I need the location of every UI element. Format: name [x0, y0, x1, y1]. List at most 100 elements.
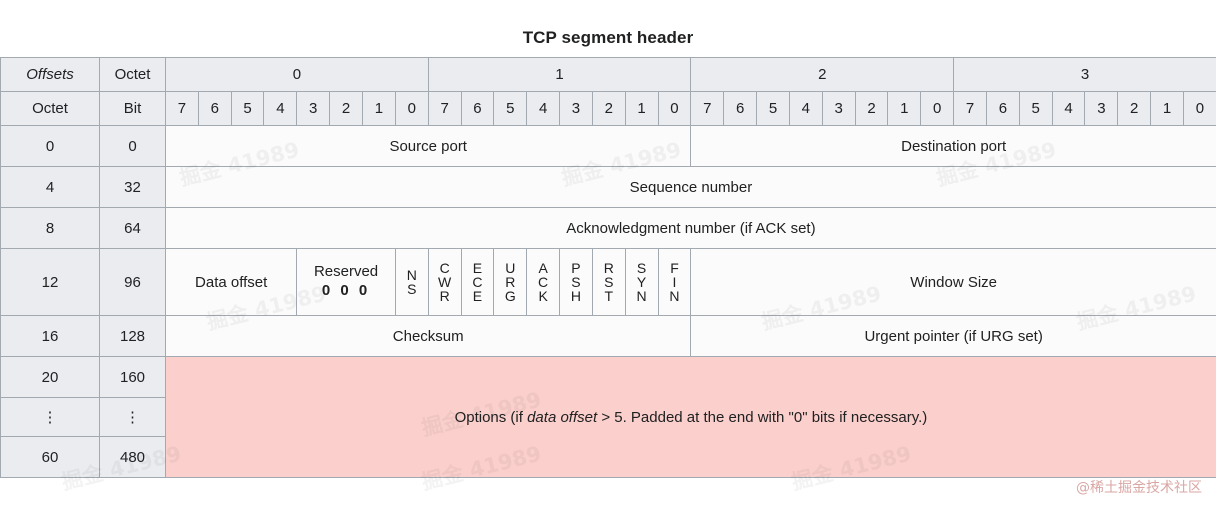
- bit-number-7-o0: 7: [165, 91, 199, 126]
- bit-number-5-o2: 5: [756, 91, 790, 126]
- flag-ack-letter-3: K: [538, 288, 548, 304]
- offset-octet-ellipsis: ⋮: [0, 397, 100, 437]
- table-row-offset-16: 16 128 Checksum Urgent pointer (if URG s…: [0, 315, 1216, 357]
- bit-label: Bit: [99, 91, 166, 126]
- bit-number-3-o1: 3: [559, 91, 593, 126]
- flag-cwr-letter-1: C: [439, 260, 450, 276]
- bit-number-0-o1: 0: [657, 91, 692, 126]
- flag-rst-letter-2: S: [604, 274, 614, 290]
- flag-syn-letter-2: Y: [636, 274, 647, 290]
- offset-octet-4: 4: [0, 166, 100, 208]
- bit-number-4-o0: 4: [263, 91, 298, 126]
- offset-octet-16: 16: [0, 315, 100, 357]
- field-checksum: Checksum: [164, 315, 692, 357]
- bit-number-7-o1: 7: [427, 91, 462, 126]
- bit-number-3-o3: 3: [1084, 91, 1119, 126]
- flag-syn-letter-3: N: [636, 288, 647, 304]
- flag-cwr-letter-2: W: [438, 274, 452, 290]
- bit-number-0-o3: 0: [1182, 91, 1216, 126]
- flag-urg-letter-3: G: [504, 288, 516, 304]
- octet-group-1: 1: [427, 57, 692, 92]
- field-destination-port: Destination port: [690, 125, 1216, 167]
- bit-number-5-o3: 5: [1018, 91, 1053, 126]
- table-row-offset-12: 12 96 Data offset Reserved 0 0 0 N S: [0, 248, 1216, 316]
- bit-number-1-o2: 1: [887, 91, 922, 126]
- options-italic-term: data offset: [527, 408, 598, 426]
- flag-ns: N S: [394, 248, 429, 316]
- flag-fin: F I N: [657, 248, 692, 316]
- options-suffix: > 5. Padded at the end with "0" bits if …: [597, 408, 928, 426]
- bit-number-6-o0: 6: [197, 91, 232, 126]
- offset-octet-12: 12: [0, 248, 100, 316]
- field-source-port: Source port: [164, 125, 692, 167]
- flag-cwr-letter-3: R: [439, 288, 450, 304]
- table-row-offset-20: 20 160 Options (if data offset > 5. Padd…: [0, 356, 1216, 478]
- bit-number-6-o1: 6: [460, 91, 495, 126]
- bit-number-2-o2: 2: [854, 91, 889, 126]
- field-acknowledgment-number: Acknowledgment number (if ACK set): [165, 207, 1216, 249]
- offset-bit-160: 160: [99, 356, 166, 398]
- bit-number-2-o3: 2: [1117, 91, 1152, 126]
- bit-number-1-o3: 1: [1150, 91, 1184, 126]
- field-window-size: Window Size: [690, 248, 1216, 316]
- table-row-offset-8: 8 64 Acknowledgment number (if ACK set): [0, 207, 1216, 249]
- flag-rst-letter-1: R: [603, 260, 614, 276]
- bit-number-7-o2: 7: [690, 91, 725, 126]
- flag-ece-letter-3: E: [472, 288, 483, 304]
- bit-number-1-o0: 1: [361, 91, 396, 126]
- field-reserved: Reserved 0 0 0: [296, 248, 396, 316]
- options-prefix: Options (if: [454, 408, 528, 426]
- octet-group-0: 0: [165, 57, 429, 92]
- offset-octet-8: 8: [0, 207, 100, 249]
- offset-bit-ellipsis: ⋮: [99, 397, 166, 437]
- bit-number-3-o2: 3: [821, 91, 856, 126]
- bit-number-2-o1: 2: [591, 91, 626, 126]
- field-sequence-number: Sequence number: [165, 166, 1216, 208]
- flag-rst: R S T: [591, 248, 626, 316]
- page-title: TCP segment header: [522, 28, 694, 47]
- bit-number-3-o0: 3: [296, 91, 331, 126]
- bit-number-4-o2: 4: [788, 91, 823, 126]
- flag-psh-letter-2: S: [571, 274, 581, 290]
- flag-syn: S Y N: [624, 248, 659, 316]
- flag-fin-letter-3: N: [669, 288, 680, 304]
- offset-octet-20: 20: [0, 356, 100, 398]
- field-urgent-pointer: Urgent pointer (if URG set): [690, 315, 1216, 357]
- offsets-label: Offsets: [0, 57, 100, 92]
- table-row-offset-0: 0 0 Source port Destination port: [0, 125, 1216, 167]
- octet-group-3: 3: [953, 57, 1216, 92]
- table-row-offset-4: 4 32 Sequence number: [0, 166, 1216, 208]
- bit-number-0-o2: 0: [920, 91, 955, 126]
- cut-off-top-text: [556, 0, 560, 9]
- offset-bit-0: 0: [99, 125, 166, 167]
- octet-label-top: Octet: [99, 57, 166, 92]
- flag-urg-letter-2: R: [505, 274, 516, 290]
- watermark-credit: @稀土掘金技术社区: [1076, 480, 1202, 496]
- offset-bit-480: 480: [99, 436, 166, 478]
- field-data-offset: Data offset: [164, 248, 298, 316]
- bit-number-4-o3: 4: [1051, 91, 1086, 126]
- bit-number-5-o0: 5: [230, 91, 265, 126]
- bit-number-6-o2: 6: [723, 91, 758, 126]
- flag-psh-letter-1: P: [571, 260, 581, 276]
- bit-number-2-o0: 2: [329, 91, 363, 126]
- offset-bit-32: 32: [99, 166, 166, 208]
- bit-number-1-o1: 1: [624, 91, 659, 126]
- flag-ece-letter-1: E: [472, 260, 483, 276]
- flag-ack: A C K: [526, 248, 561, 316]
- flag-ns-letter-2: S: [407, 281, 417, 297]
- flag-fin-letter-1: F: [670, 260, 679, 276]
- flag-urg-letter-1: U: [505, 260, 516, 276]
- octet-label-left: Octet: [0, 91, 100, 126]
- flag-psh: P S H: [559, 248, 593, 316]
- flag-ece-letter-2: C: [472, 274, 483, 290]
- offset-bit-64: 64: [99, 207, 166, 249]
- flag-urg: U R G: [493, 248, 528, 316]
- flag-fin-letter-2: I: [672, 274, 677, 290]
- bit-number-5-o1: 5: [493, 91, 528, 126]
- table-header-row-octets: Offsets Octet 0 1 2 3: [0, 57, 1216, 92]
- reserved-bits: 0 0 0: [321, 282, 371, 299]
- table-header-row-bits: Octet Bit 7 6 5 4 3 2 1 0 7 6 5 4 3 2 1 …: [0, 91, 1216, 126]
- flag-ece: E C E: [460, 248, 495, 316]
